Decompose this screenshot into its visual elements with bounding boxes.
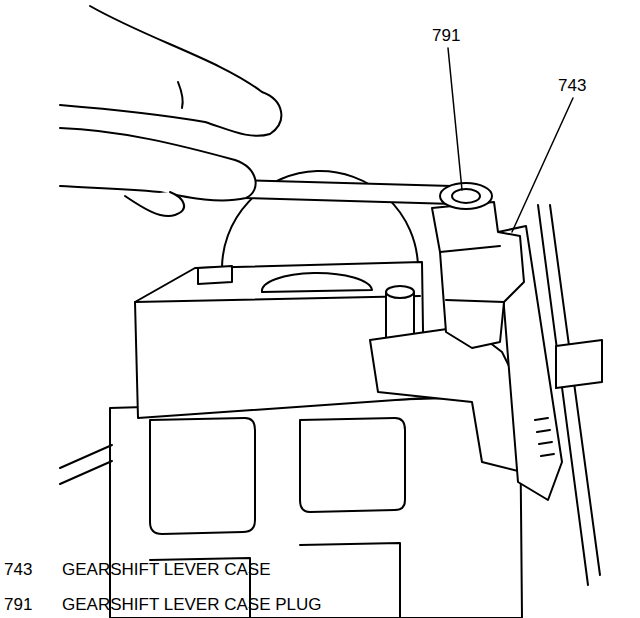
case-plug [452, 189, 480, 203]
hand-finger [60, 6, 281, 136]
leader-line [512, 98, 573, 232]
part-name-text: GEARSHIFT LEVER CASE PLUG [62, 595, 321, 614]
shaft [60, 445, 112, 484]
part-name: GEARSHIFT LEVER CASE [62, 561, 270, 578]
part-name-text: GEARSHIFT LEVER CASE [62, 560, 270, 579]
plate-thread [535, 418, 554, 456]
housing-edge [135, 296, 420, 302]
leader-line [448, 48, 462, 190]
lower-housing [110, 396, 522, 618]
hand-crease [178, 82, 183, 108]
callout-number-text: 791 [432, 26, 460, 45]
callout-number: 743 [558, 77, 586, 94]
wrench-head [440, 183, 492, 209]
tab [556, 340, 602, 388]
hand-finger [60, 128, 256, 200]
callout-number: 743 [4, 561, 32, 578]
housing-slot [262, 273, 372, 292]
wrench-handle [240, 180, 454, 204]
housing-boss [198, 266, 232, 284]
case-edge [440, 246, 504, 302]
callout-number: 791 [4, 596, 32, 613]
housing-window [300, 418, 405, 512]
vent-tube-top [386, 286, 414, 298]
callout-number-text: 791 [4, 595, 32, 614]
callout-number-text: 743 [558, 76, 586, 95]
part-name: GEARSHIFT LEVER CASE PLUG [62, 596, 321, 613]
hand-thumb [125, 192, 184, 216]
callout-number: 791 [432, 27, 460, 44]
case-bracket [370, 326, 522, 472]
gearshift-lever-case [432, 202, 524, 348]
housing-window [150, 418, 255, 534]
callout-number-text: 743 [4, 560, 32, 579]
